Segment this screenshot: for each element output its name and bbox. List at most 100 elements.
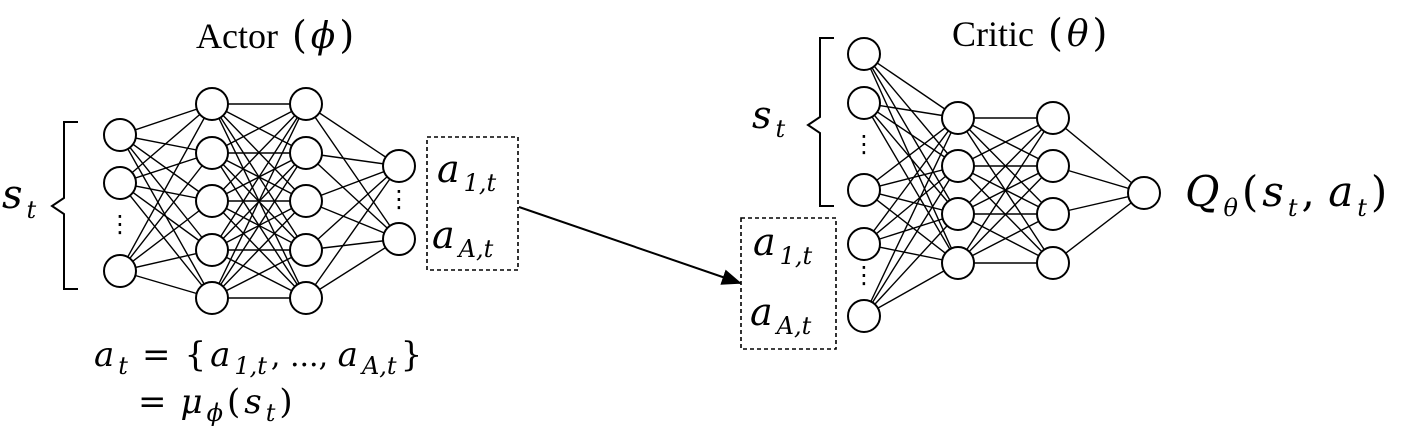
actor-connection xyxy=(211,200,307,299)
actor-neuron-layer1-2 xyxy=(103,166,137,200)
actor-network: Actor ( ϕ ) s t ⋮ ⋮ a 1,t a A,t xyxy=(2,13,519,427)
critic-connection xyxy=(863,117,959,245)
critic-neuron-layer2-2 xyxy=(941,149,975,183)
critic-connection xyxy=(863,165,959,245)
actor-connection xyxy=(119,182,213,299)
actor-connection xyxy=(305,152,400,240)
actor-neuron-layer3-3 xyxy=(289,184,323,218)
actor-connection xyxy=(305,103,400,240)
critic-action-label-2: a A,t xyxy=(750,290,812,340)
critic-connection xyxy=(863,262,959,317)
actor-input-ellipsis: ⋮ xyxy=(108,210,132,238)
actor-connection xyxy=(119,103,213,272)
actor-connection xyxy=(211,249,307,299)
actor-neuron-layer2-5 xyxy=(195,281,229,315)
actor-action-box xyxy=(426,136,519,271)
actor-param-symbol: ϕ xyxy=(311,16,336,57)
critic-title-open-paren: ( xyxy=(1048,11,1063,55)
critic-action-box xyxy=(740,217,837,350)
critic-neuron-layer1-1 xyxy=(847,37,881,71)
actor-neuron-layer3-5 xyxy=(289,281,323,315)
critic-neuron-layer1-2 xyxy=(847,86,881,120)
actor-neuron-layer3-4 xyxy=(289,233,323,267)
critic-connection xyxy=(1052,117,1145,194)
actor-title-close-paren: ) xyxy=(339,13,354,57)
critic-neuron-layer2-3 xyxy=(941,197,975,231)
critic-neuron-layer3-2 xyxy=(1036,149,1070,183)
actor-connection xyxy=(119,152,213,272)
actor-connection xyxy=(119,182,213,251)
critic-connection xyxy=(863,102,959,215)
actor-title-word: Actor xyxy=(196,16,278,56)
critic-connection xyxy=(957,165,1054,264)
actor-neuron-layer2-3 xyxy=(195,184,229,218)
critic-neuron-layer4-1 xyxy=(1127,176,1161,210)
critic-neuron-layer3-4 xyxy=(1036,246,1070,280)
critic-neuron-layer3-3 xyxy=(1036,197,1070,231)
actor-neuron-layer3-1 xyxy=(289,87,323,121)
actor-input-brace xyxy=(50,121,78,290)
critic-connection xyxy=(957,117,1054,167)
actor-input-sub: t xyxy=(27,196,37,224)
critic-state-label: s t xyxy=(752,93,786,143)
critic-connection xyxy=(863,117,959,191)
critic-connections xyxy=(863,53,1145,317)
critic-neurons xyxy=(847,37,1161,333)
actor-neurons xyxy=(103,87,416,315)
critic-connection xyxy=(863,189,959,264)
actor-connection xyxy=(211,103,307,154)
critic-connection xyxy=(957,213,1054,264)
action-flow-arrow xyxy=(518,206,742,285)
critic-connection xyxy=(863,102,959,264)
critic-param-symbol: θ xyxy=(1067,14,1089,55)
actor-connection xyxy=(305,165,400,299)
actor-output-label-1: a 1,t xyxy=(437,147,497,197)
critic-connection xyxy=(863,102,959,167)
actor-equation-line-2: = μ ϕ ( s t ) xyxy=(138,382,293,427)
actor-neuron-layer4-1 xyxy=(382,149,416,183)
critic-action-ellipsis: ⋮ xyxy=(852,261,876,289)
actor-output-ellipsis: ⋮ xyxy=(387,185,411,213)
critic-output-label: Q θ ( s t , a t ) xyxy=(1185,167,1387,222)
actor-neuron-layer4-2 xyxy=(382,222,416,256)
actor-connection xyxy=(119,103,213,184)
critic-neuron-layer2-4 xyxy=(941,246,975,280)
actor-neuron-layer2-4 xyxy=(195,233,229,267)
actor-connection xyxy=(211,103,307,299)
actor-connection xyxy=(211,152,307,299)
critic-connection xyxy=(863,117,959,317)
critic-connection xyxy=(863,165,959,317)
actor-neuron-layer3-2 xyxy=(289,136,323,170)
actor-connection xyxy=(305,103,400,167)
critic-neuron-layer1-3 xyxy=(847,173,881,207)
critic-connection xyxy=(1052,192,1145,264)
critic-network: Critic ( θ ) s t ⋮ ⋮ a 1,t a A,t xyxy=(740,11,1387,350)
actor-input-base: s xyxy=(2,172,23,218)
actor-connection xyxy=(305,165,400,251)
actor-equation-line-1: a t = { a 1,t , ..., a A,t } xyxy=(94,335,422,380)
critic-title-word: Critic xyxy=(952,14,1034,54)
critic-connection xyxy=(957,117,1054,264)
actor-title: Actor ( ϕ ) xyxy=(196,13,354,57)
actor-output-label-2: a A,t xyxy=(432,213,494,263)
actor-title-open-paren: ( xyxy=(292,13,307,57)
critic-connection xyxy=(957,117,1054,215)
actor-neuron-layer1-1 xyxy=(103,118,137,152)
critic-state-ellipsis: ⋮ xyxy=(852,130,876,158)
critic-state-brace xyxy=(806,37,834,207)
critic-neuron-layer1-4 xyxy=(847,227,881,261)
actor-neuron-layer2-2 xyxy=(195,136,229,170)
critic-neuron-layer3-1 xyxy=(1036,101,1070,135)
critic-action-label-1: a 1,t xyxy=(753,220,813,270)
critic-neuron-layer2-1 xyxy=(941,101,975,135)
critic-title-close-paren: ) xyxy=(1093,11,1108,55)
actor-connection xyxy=(305,238,400,299)
actor-neuron-layer1-3 xyxy=(103,254,137,288)
actor-connection xyxy=(211,103,307,251)
critic-neuron-layer1-5 xyxy=(847,299,881,333)
critic-connection xyxy=(863,53,959,119)
critic-connection xyxy=(863,213,959,317)
critic-title: Critic ( θ ) xyxy=(952,11,1107,55)
actor-connection xyxy=(119,200,213,272)
